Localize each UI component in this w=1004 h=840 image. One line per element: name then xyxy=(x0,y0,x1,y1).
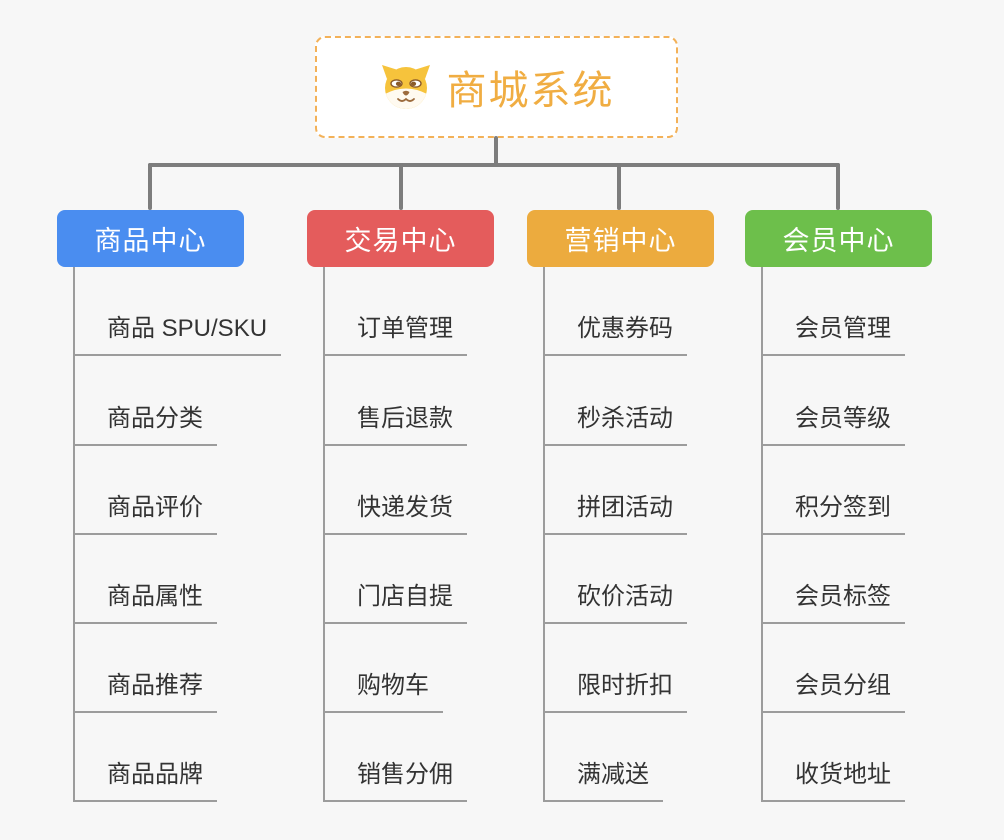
child-node-product-category[interactable]: 商品分类 xyxy=(73,402,217,446)
branch-node-member-center[interactable]: 会员中心 xyxy=(745,210,932,267)
child-node-bargain-activity[interactable]: 砍价活动 xyxy=(543,580,687,624)
child-node-member-tags[interactable]: 会员标签 xyxy=(761,580,905,624)
child-node-order-management[interactable]: 订单管理 xyxy=(323,312,467,356)
child-node-shipping-address[interactable]: 收货地址 xyxy=(761,758,905,802)
child-node-after-sale-refund[interactable]: 售后退款 xyxy=(323,402,467,446)
connector-drop-trade xyxy=(399,163,403,210)
shiba-dog-icon xyxy=(379,63,433,111)
child-node-points-checkin[interactable]: 积分签到 xyxy=(761,491,905,535)
branch-column-trade: 交易中心 订单管理 售后退款 快递发货 门店自提 购物车 销售分佣 xyxy=(307,210,537,810)
child-node-product-recommend[interactable]: 商品推荐 xyxy=(73,669,217,713)
child-node-shopping-cart[interactable]: 购物车 xyxy=(323,669,443,713)
connector-bus xyxy=(148,163,840,167)
child-node-member-groups[interactable]: 会员分组 xyxy=(761,669,905,713)
root-title: 商城系统 xyxy=(446,69,615,113)
child-node-member-level[interactable]: 会员等级 xyxy=(761,402,905,446)
branch-column-member: 会员中心 会员管理 会员等级 积分签到 会员标签 会员分组 收货地址 xyxy=(745,210,975,810)
branch-label: 交易中心 xyxy=(344,226,457,256)
branch-node-marketing-center[interactable]: 营销中心 xyxy=(527,210,714,267)
child-node-store-pickup[interactable]: 门店自提 xyxy=(323,580,467,624)
branch-column-marketing: 营销中心 优惠券码 秒杀活动 拼团活动 砍价活动 限时折扣 满减送 xyxy=(527,210,757,810)
child-node-coupon-code[interactable]: 优惠券码 xyxy=(543,312,687,356)
child-node-express-delivery[interactable]: 快递发货 xyxy=(323,491,467,535)
connector-root-stem xyxy=(494,136,498,167)
child-node-product-spu-sku[interactable]: 商品 SPU/SKU xyxy=(73,312,282,356)
branch-label: 营销中心 xyxy=(564,226,677,256)
child-node-sales-commission[interactable]: 销售分佣 xyxy=(323,758,467,802)
branch-node-trade-center[interactable]: 交易中心 xyxy=(307,210,494,267)
connector-drop-product xyxy=(148,163,152,210)
child-node-group-buy[interactable]: 拼团活动 xyxy=(543,491,687,535)
branch-label: 商品中心 xyxy=(94,226,207,256)
child-node-limited-time-discount[interactable]: 限时折扣 xyxy=(543,669,687,713)
child-node-member-management[interactable]: 会员管理 xyxy=(761,312,905,356)
child-node-spend-and-save[interactable]: 满减送 xyxy=(543,758,663,802)
child-node-product-review[interactable]: 商品评价 xyxy=(73,491,217,535)
branch-node-product-center[interactable]: 商品中心 xyxy=(57,210,244,267)
connector-drop-marketing xyxy=(617,163,621,210)
child-node-product-attribute[interactable]: 商品属性 xyxy=(73,580,217,624)
child-node-product-brand[interactable]: 商品品牌 xyxy=(73,758,217,802)
child-node-flash-sale[interactable]: 秒杀活动 xyxy=(543,402,687,446)
root-node[interactable]: 商城系统 xyxy=(315,36,678,138)
branch-label: 会员中心 xyxy=(782,226,895,256)
connector-drop-member xyxy=(836,163,840,210)
branch-column-product: 商品中心 商品 SPU/SKU 商品分类 商品评价 商品属性 商品推荐 商品品牌 xyxy=(57,210,287,810)
